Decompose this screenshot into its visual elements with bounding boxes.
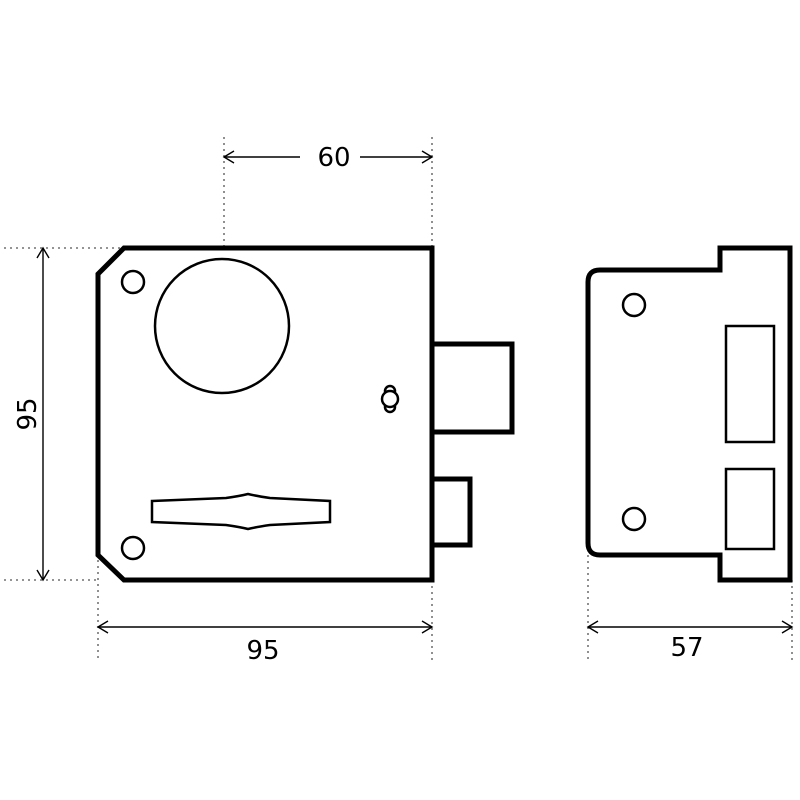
deadbolt — [429, 341, 515, 435]
deadbolt-receiver — [724, 324, 776, 444]
small-knob — [380, 384, 400, 414]
lock-body — [95, 245, 515, 583]
dimension-lock-width: 95 — [96, 620, 434, 666]
slide-knob-slot — [150, 492, 332, 531]
keeper — [585, 245, 793, 583]
dimension-label-lock-height: 95 — [13, 397, 43, 430]
latch-bolt — [429, 476, 473, 548]
dimension-lock-height: 95 — [13, 246, 50, 582]
keeper-screw-hole-top — [621, 292, 647, 318]
screw-hole-bottom-left — [120, 535, 146, 561]
dimension-label-keeper-depth: 57 — [670, 633, 703, 663]
keeper-screw-hole-bottom — [621, 506, 647, 532]
dimension-keeper-depth: 57 — [586, 620, 794, 663]
screw-hole-top-left — [120, 269, 146, 295]
dimension-label-lock-width: 95 — [246, 636, 279, 666]
latch-receiver — [724, 467, 776, 551]
cylinder-hole — [153, 257, 291, 395]
extension-lines — [4, 137, 793, 660]
dimension-key-offset: 60 — [222, 143, 434, 173]
dimension-label-key-offset: 60 — [317, 143, 350, 173]
